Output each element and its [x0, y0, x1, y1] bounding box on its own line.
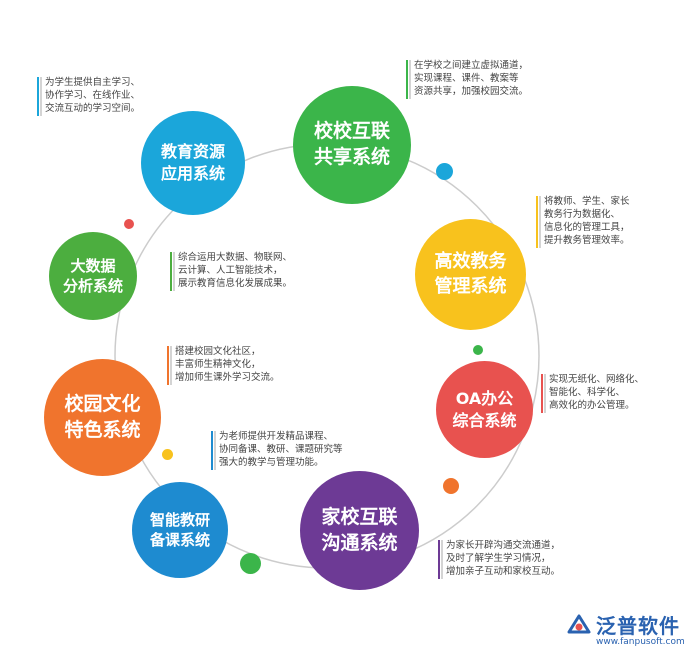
desc-line: 协作学习、在线作业、 — [45, 90, 141, 102]
desc-accent-bar — [438, 540, 440, 579]
node-big-data-line1: 大数据 — [70, 256, 116, 275]
desc-line: 综合运用大数据、物联网、 — [178, 252, 293, 263]
logo-icon — [567, 614, 591, 634]
desc-smart-research: 为老师提供开发精品课程、协同备课、教研、课题研究等强大的教学与管理功能。 — [211, 430, 343, 470]
dot-yellow — [162, 449, 173, 460]
desc-accent-bar — [536, 196, 538, 248]
node-academic-management-line1: 高效教务 — [434, 251, 507, 273]
desc-line: 资源共享，加强校园交流。 — [414, 86, 529, 98]
node-home-school-line1: 家校互联 — [321, 505, 398, 528]
desc-accent-bar — [170, 252, 172, 291]
desc-line: 实现无纸化、网络化、 — [549, 374, 645, 385]
node-education-resources-line1: 教育资源 — [160, 142, 225, 162]
desc-home-school: 为家长开辟沟通交流通道， 及时了解学生学习情况，增加亲子互动和家校互动。 — [438, 539, 561, 579]
desc-line: 教务行为数据化、 — [544, 209, 621, 221]
desc-line: 智能化、科学化、 — [549, 387, 626, 399]
desc-line: 交流互动的学习空间。 — [45, 103, 141, 115]
logo-name: 泛普软件 — [596, 614, 680, 638]
dot-green-small — [473, 345, 483, 355]
node-smart-research-line1: 智能教研 — [149, 510, 210, 529]
node-oa-office[interactable]: OA办公 综合系统 — [436, 361, 533, 458]
desc-line: 高效化的办公管理。 — [549, 400, 635, 412]
node-oa-office-line2: 综合系统 — [452, 410, 517, 430]
desc-big-data: 综合运用大数据、物联网、云计算、人工智能技术，展示教育信息化发展成果。 — [170, 251, 293, 291]
desc-accent-bar-light — [544, 374, 546, 413]
desc-line: 将教师、学生、家长 — [544, 196, 630, 207]
desc-line: 增加师生课外学习交流。 — [175, 372, 280, 384]
desc-line: 为学生提供自主学习、 — [45, 77, 141, 88]
brand-logo[interactable]: 泛普软件 www.fanpusoft.com — [566, 610, 685, 652]
desc-line: 搭建校园文化社区， — [175, 346, 261, 357]
node-academic-management-line2: 管理系统 — [434, 275, 507, 297]
desc-accent-bar-light — [409, 60, 411, 99]
node-big-data[interactable]: 大数据 分析系统 — [49, 232, 137, 320]
desc-academic-management: 将教师、学生、家长教务行为数据化、信息化的管理工具，提升教务管理效率。 — [536, 195, 630, 248]
node-campus-culture-line2: 特色系统 — [64, 418, 141, 441]
node-academic-management[interactable]: 高效教务 管理系统 — [415, 219, 526, 330]
desc-campus-culture: 搭建校园文化社区， 丰富师生精神文化，增加师生课外学习交流。 — [167, 345, 280, 385]
desc-accent-bar — [541, 374, 543, 413]
dot-teal — [436, 163, 453, 180]
desc-accent-bar — [211, 431, 213, 470]
desc-accent-bar-light — [40, 77, 42, 116]
dot-orange — [443, 478, 459, 494]
desc-accent-bar-light — [214, 431, 216, 470]
desc-line: 强大的教学与管理功能。 — [219, 457, 324, 469]
desc-accent-bar — [406, 60, 408, 99]
desc-accent-bar — [167, 346, 169, 385]
desc-accent-bar-light — [539, 196, 541, 248]
node-school-interconnect-line2: 共享系统 — [313, 146, 390, 168]
desc-school-interconnect: 在学校之间建立虚拟通道， 实现课程、课件、教案等资源共享，加强校园交流。 — [406, 59, 529, 99]
desc-accent-bar — [37, 77, 39, 116]
desc-oa-office: 实现无纸化、网络化、智能化、科学化、高效化的办公管理。 — [541, 373, 645, 413]
desc-line: 丰富师生精神文化， — [175, 359, 261, 371]
logo-url: www.fanpusoft.com — [596, 637, 685, 647]
node-education-resources-line2: 应用系统 — [160, 164, 225, 183]
desc-education-resources: 为学生提供自主学习、协作学习、在线作业、交流互动的学习空间。 — [37, 76, 141, 116]
node-home-school[interactable]: 家校互联 沟通系统 — [300, 471, 419, 590]
dot-red — [124, 219, 134, 229]
node-big-data-line2: 分析系统 — [62, 277, 123, 295]
desc-accent-bar-light — [170, 346, 172, 385]
desc-accent-bar-light — [173, 252, 175, 291]
node-education-resources[interactable]: 教育资源 应用系统 — [141, 111, 245, 215]
node-smart-research-line2: 备课系统 — [149, 531, 210, 549]
node-campus-culture-line1: 校园文化 — [64, 392, 141, 415]
desc-line: 增加亲子互动和家校互动。 — [446, 566, 561, 578]
desc-line: 展示教育信息化发展成果。 — [178, 278, 293, 290]
node-home-school-line2: 沟通系统 — [321, 531, 398, 554]
desc-line: 在学校之间建立虚拟通道， — [414, 60, 529, 71]
node-smart-research[interactable]: 智能教研 备课系统 — [132, 482, 228, 578]
desc-line: 提升教务管理效率。 — [544, 235, 630, 247]
desc-line: 及时了解学生学习情况， — [446, 553, 551, 565]
node-oa-office-line1: OA办公 — [455, 388, 514, 408]
node-campus-culture[interactable]: 校园文化 特色系统 — [44, 359, 161, 476]
desc-line: 云计算、人工智能技术， — [178, 265, 283, 277]
desc-line: 为家长开辟沟通交流通道， — [446, 540, 561, 551]
node-school-interconnect-line1: 校校互联 — [313, 120, 390, 143]
desc-line: 信息化的管理工具， — [544, 222, 630, 234]
desc-line: 为老师提供开发精品课程、 — [219, 431, 334, 442]
dot-green-large — [240, 553, 261, 574]
desc-line: 协同备课、教研、课题研究等 — [219, 444, 343, 456]
desc-accent-bar-light — [441, 540, 443, 579]
node-school-interconnect[interactable]: 校校互联 共享系统 — [293, 86, 411, 204]
desc-line: 实现课程、课件、教案等 — [414, 73, 519, 85]
